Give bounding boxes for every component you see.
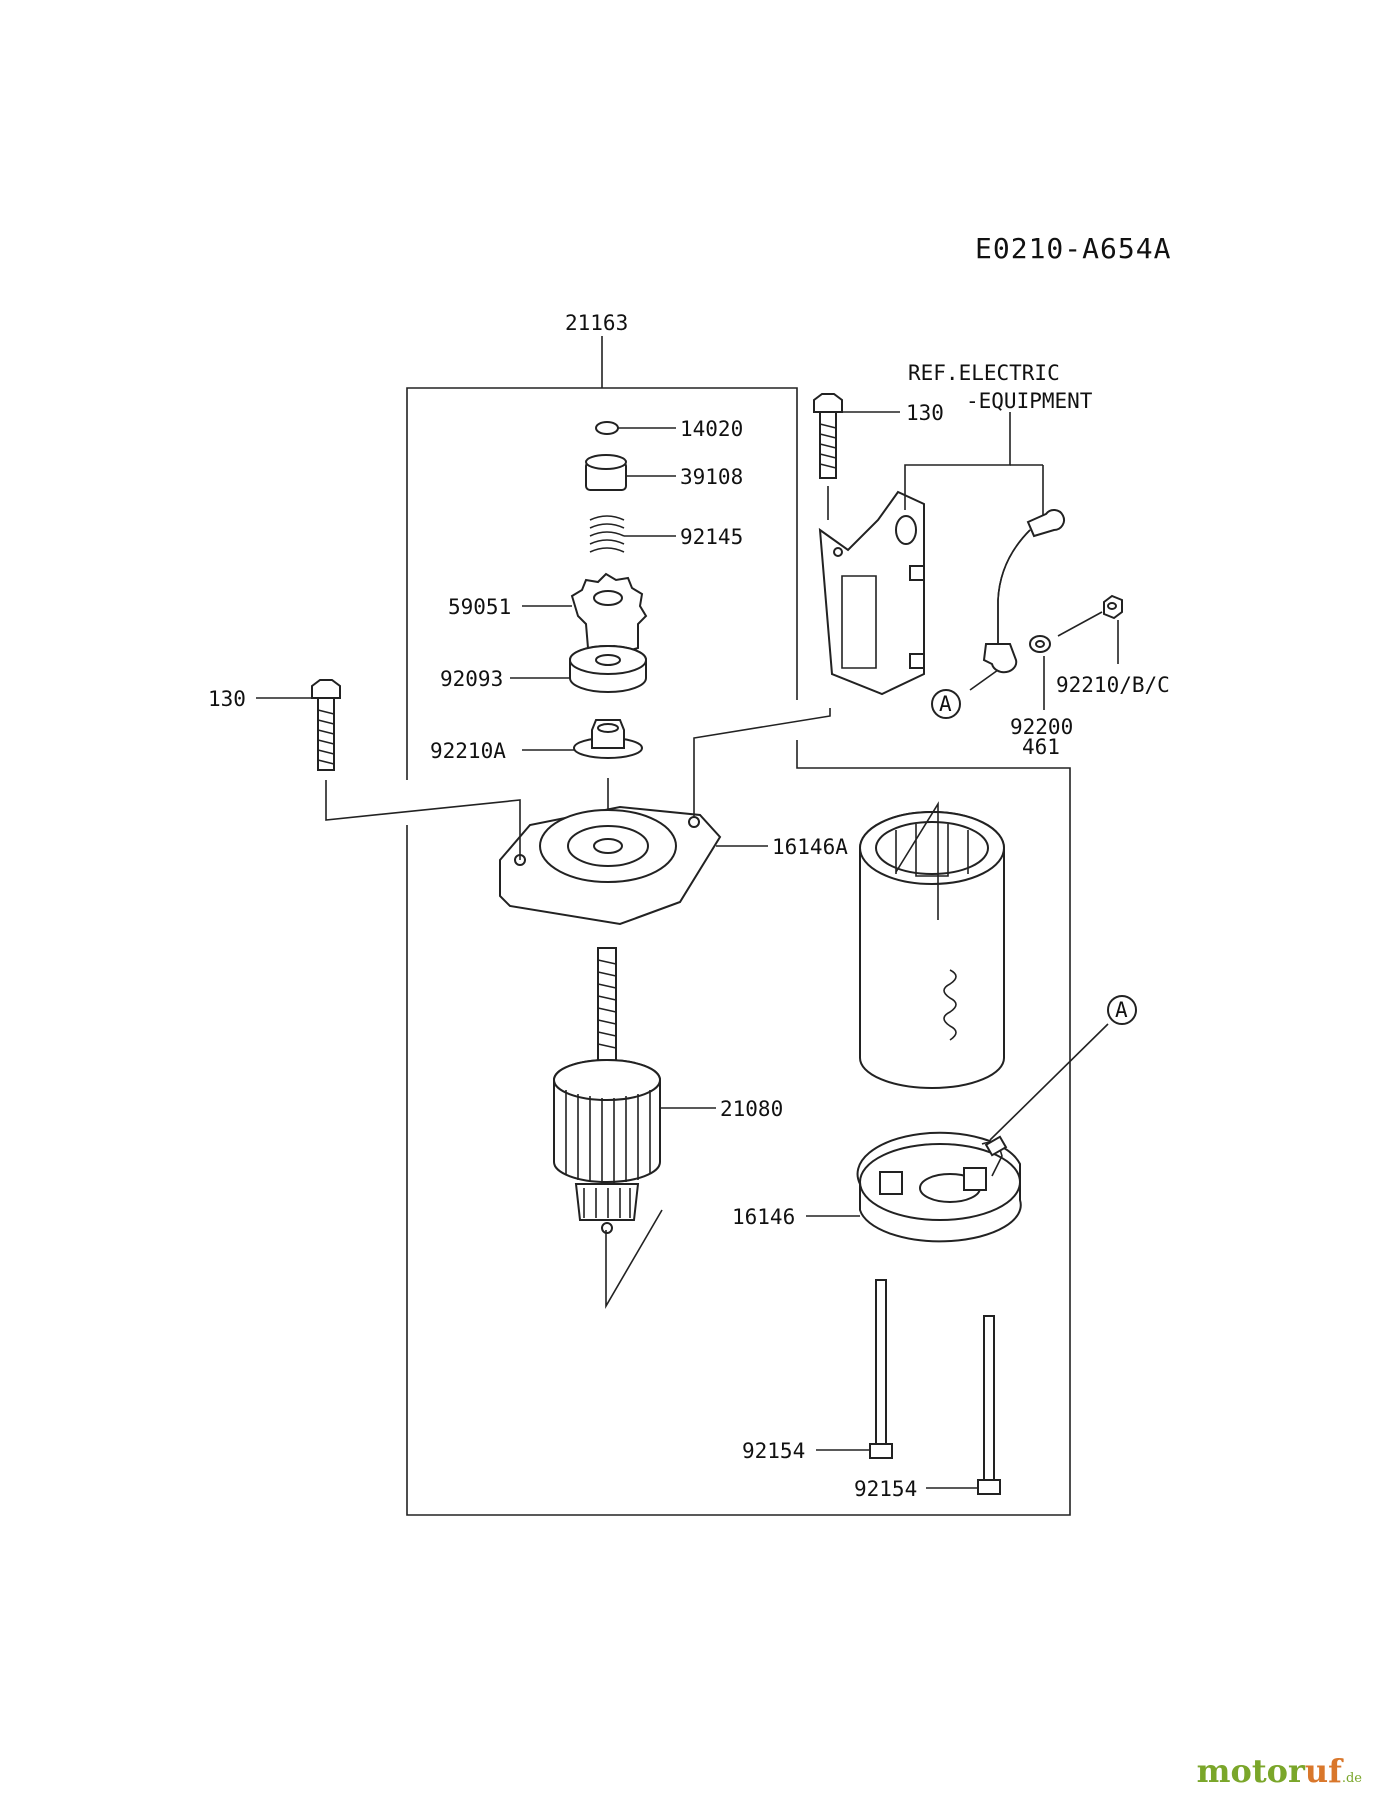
part-label-92200: 92200 bbox=[1010, 715, 1073, 739]
bolt-right-part bbox=[813, 393, 900, 520]
watermark-main: motor bbox=[1196, 1752, 1305, 1790]
diagram-code: E0210-A654A bbox=[975, 232, 1171, 265]
part-label-14020: 14020 bbox=[680, 417, 743, 441]
yoke-housing-part bbox=[859, 801, 1005, 1089]
armature-part bbox=[553, 947, 716, 1309]
assembly-frame bbox=[406, 336, 1071, 1516]
through-bolt-right-part bbox=[926, 1315, 1001, 1495]
brush-holder-part: A bbox=[806, 995, 1137, 1243]
part-label-461: 461 bbox=[1022, 735, 1060, 759]
part-label-92154-right: 92154 bbox=[854, 1477, 917, 1501]
spring-part bbox=[589, 515, 676, 553]
bracket-part bbox=[693, 490, 925, 816]
part-label-130-left: 130 bbox=[208, 687, 246, 711]
watermark-suffix: .de bbox=[1341, 1771, 1362, 1786]
part-label-21080: 21080 bbox=[720, 1097, 783, 1121]
reference-note-line-1: REF.ELECTRIC bbox=[908, 361, 1060, 385]
lead-wire-part: A bbox=[904, 412, 1065, 719]
part-label-92145: 92145 bbox=[680, 525, 743, 549]
o-ring-part bbox=[595, 421, 676, 435]
end-cover-part bbox=[499, 805, 768, 926]
part-label-130-right: 130 bbox=[906, 401, 944, 425]
part-label-92154-left: 92154 bbox=[742, 1439, 805, 1463]
watermark-logo: motoruf.de bbox=[1197, 1752, 1362, 1790]
part-label-59051: 59051 bbox=[448, 595, 511, 619]
part-label-21163: 21163 bbox=[565, 311, 628, 335]
callout-a-lower: A bbox=[1115, 998, 1128, 1022]
part-label-92210a: 92210A bbox=[430, 739, 506, 763]
collar-part bbox=[585, 454, 676, 491]
reference-note-line-2: -EQUIPMENT bbox=[966, 389, 1093, 413]
part-label-16146a: 16146A bbox=[772, 835, 848, 859]
part-label-16146: 16146 bbox=[732, 1205, 795, 1229]
through-bolt-left-part bbox=[816, 1279, 893, 1459]
callout-a-upper: A bbox=[939, 692, 952, 716]
part-label-39108: 39108 bbox=[680, 465, 743, 489]
bolt-left-part bbox=[256, 679, 521, 860]
part-labels: 21163 14020 39108 92145 59051 92093 9221… bbox=[208, 311, 1170, 1501]
washer-part bbox=[510, 645, 647, 693]
part-label-92210bc: 92210/B/C bbox=[1056, 673, 1170, 697]
washer-nut-part bbox=[1029, 594, 1123, 710]
watermark-accent: uf bbox=[1304, 1752, 1342, 1790]
pinion-gear-part bbox=[522, 572, 648, 654]
part-label-92093: 92093 bbox=[440, 667, 503, 691]
